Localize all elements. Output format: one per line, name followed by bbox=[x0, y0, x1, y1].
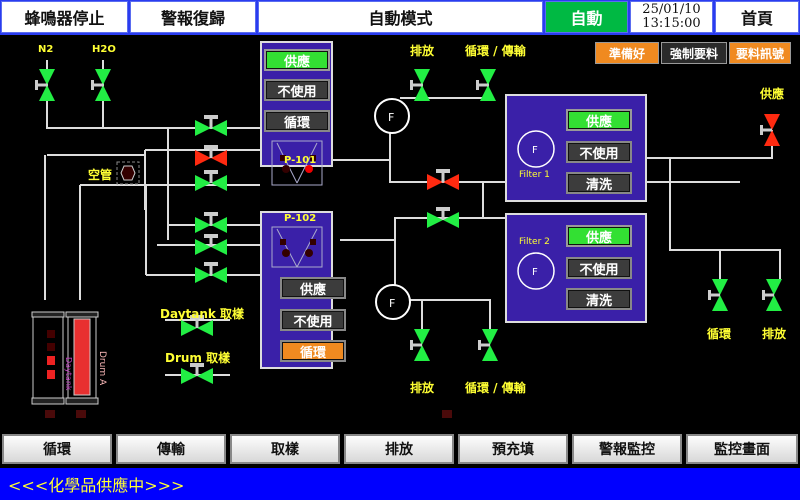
filter1-icon: F bbox=[517, 130, 555, 168]
ready-indicator: 準備好 bbox=[595, 42, 659, 64]
svg-text:F: F bbox=[532, 145, 538, 156]
daytank-level-4 bbox=[47, 370, 55, 379]
drain-bottom-label: 排放 bbox=[410, 381, 435, 395]
footer-button-alarm-monitor[interactable]: 警報監控 bbox=[572, 434, 682, 464]
indicator-light bbox=[76, 410, 86, 418]
p101-label: P-101 bbox=[284, 155, 317, 166]
drum-sample-label: Drum 取樣 bbox=[165, 351, 231, 365]
footer-button-drain[interactable]: 排放 bbox=[344, 434, 454, 464]
drum-a-tank bbox=[65, 311, 99, 405]
p102-circulate-button[interactable]: 循環 bbox=[280, 340, 346, 362]
time: 13:15:00 bbox=[642, 16, 701, 31]
filter2-panel: Filter 2 F 供應 不使用 清洗 bbox=[505, 213, 647, 323]
flow-label-2: F bbox=[389, 297, 395, 310]
h2o-label: H2O bbox=[92, 44, 116, 55]
n2-label: N2 bbox=[38, 44, 54, 55]
indicator-light bbox=[45, 410, 55, 418]
h2o-valve-icon[interactable] bbox=[91, 69, 111, 101]
filter1-label: Filter 1 bbox=[519, 170, 550, 180]
mode-state-button[interactable]: 自動 bbox=[545, 1, 628, 33]
filter2-clean-button[interactable]: 清洗 bbox=[566, 288, 632, 310]
footer-button-prefill[interactable]: 預充填 bbox=[458, 434, 568, 464]
supply-right-label: 供應 bbox=[760, 87, 785, 101]
p101-unused-button[interactable]: 不使用 bbox=[264, 79, 330, 101]
flow-label-1: F bbox=[388, 111, 394, 124]
valve-6-icon[interactable] bbox=[195, 262, 227, 283]
daytank-sample-valve-icon[interactable] bbox=[181, 315, 213, 336]
drum-a-label: Drum A bbox=[97, 351, 107, 386]
force-request-button[interactable]: 強制要料 bbox=[661, 42, 727, 64]
drain-right-label: 排放 bbox=[762, 327, 787, 341]
indicator-light bbox=[442, 410, 452, 418]
circ-top-label: 循環 / 傳輸 bbox=[465, 44, 526, 58]
circ-right-valve-icon[interactable] bbox=[708, 279, 728, 311]
daytank-level-3 bbox=[47, 356, 55, 365]
daytank-level-1 bbox=[47, 330, 55, 338]
circ-top-valve-icon[interactable] bbox=[476, 69, 496, 101]
drain-bottom-valve-icon[interactable] bbox=[410, 329, 430, 361]
p101-supply-button[interactable]: 供應 bbox=[264, 49, 330, 71]
footer-button-transfer[interactable]: 傳輸 bbox=[116, 434, 226, 464]
circ-right-label: 循環 bbox=[707, 327, 732, 341]
n2-valve-icon[interactable] bbox=[35, 69, 55, 101]
pump-p101-icon bbox=[271, 140, 323, 186]
filter1-clean-button[interactable]: 清洗 bbox=[566, 172, 632, 194]
alarm-reset-button[interactable]: 警報復歸 bbox=[130, 1, 256, 33]
daytank-tank bbox=[31, 311, 65, 405]
p102-label: P-102 bbox=[284, 213, 317, 224]
filter2-label: Filter 2 bbox=[519, 237, 550, 247]
daytank-sample-label: Daytank 取樣 bbox=[160, 307, 245, 321]
filter2-unused-button[interactable]: 不使用 bbox=[566, 257, 632, 279]
valve-3-icon[interactable] bbox=[195, 170, 227, 191]
valve-1-icon[interactable] bbox=[195, 115, 227, 136]
filter-in-valve-1-icon[interactable] bbox=[427, 169, 459, 190]
drum-sample-valve-icon[interactable] bbox=[181, 363, 213, 384]
date: 25/01/10 bbox=[642, 2, 701, 17]
svg-text:F: F bbox=[532, 267, 538, 278]
mode-title: 自動模式 bbox=[258, 1, 543, 33]
buzzer-stop-button[interactable]: 蜂鳴器停止 bbox=[1, 1, 128, 33]
filter2-supply-button[interactable]: 供應 bbox=[566, 225, 632, 247]
supply-right-valve-icon[interactable] bbox=[760, 114, 780, 146]
p102-supply-button[interactable]: 供應 bbox=[280, 277, 346, 299]
daytank-level-2 bbox=[47, 343, 55, 351]
empty-pipe-label: 空管 bbox=[88, 168, 113, 182]
empty-pipe-sensor bbox=[116, 161, 140, 185]
status-bar: <<<化學品供應中>>> bbox=[0, 468, 800, 500]
filter1-unused-button[interactable]: 不使用 bbox=[566, 141, 632, 163]
filter2-icon: F bbox=[517, 252, 555, 290]
daytank-label: Daytank bbox=[64, 357, 73, 391]
request-signal-indicator: 要料訊號 bbox=[729, 42, 791, 64]
flow-meter-2 bbox=[375, 284, 411, 320]
pump-p102-panel: P-102 供應 不使用 循環 bbox=[260, 211, 346, 369]
footer-button-sample[interactable]: 取樣 bbox=[230, 434, 340, 464]
valve-4-icon[interactable] bbox=[195, 212, 227, 233]
footer-button-circulate[interactable]: 循環 bbox=[2, 434, 112, 464]
p101-circulate-button[interactable]: 循環 bbox=[264, 110, 330, 132]
drain-top-label: 排放 bbox=[410, 44, 435, 58]
valve-2-icon[interactable] bbox=[195, 145, 227, 166]
circ-bottom-valve-icon[interactable] bbox=[478, 329, 498, 361]
home-button[interactable]: 首頁 bbox=[715, 1, 799, 33]
filter1-supply-button[interactable]: 供應 bbox=[566, 109, 632, 131]
valve-5-icon[interactable] bbox=[195, 234, 227, 255]
drain-right-valve-icon[interactable] bbox=[762, 279, 782, 311]
flow-meter-1 bbox=[374, 98, 410, 134]
filter1-panel: F Filter 1 供應 不使用 清洗 bbox=[505, 94, 647, 202]
pump-p101-panel: 供應 不使用 循環 P-101 bbox=[260, 41, 333, 186]
drain-top-valve-icon[interactable] bbox=[410, 69, 430, 101]
filter-in-valve-2-icon[interactable] bbox=[427, 207, 459, 228]
pump-p102-icon bbox=[271, 226, 323, 268]
circ-bottom-label: 循環 / 傳輸 bbox=[465, 381, 526, 395]
p102-unused-button[interactable]: 不使用 bbox=[280, 309, 346, 331]
footer-button-monitor-screen[interactable]: 監控畫面 bbox=[686, 434, 798, 464]
